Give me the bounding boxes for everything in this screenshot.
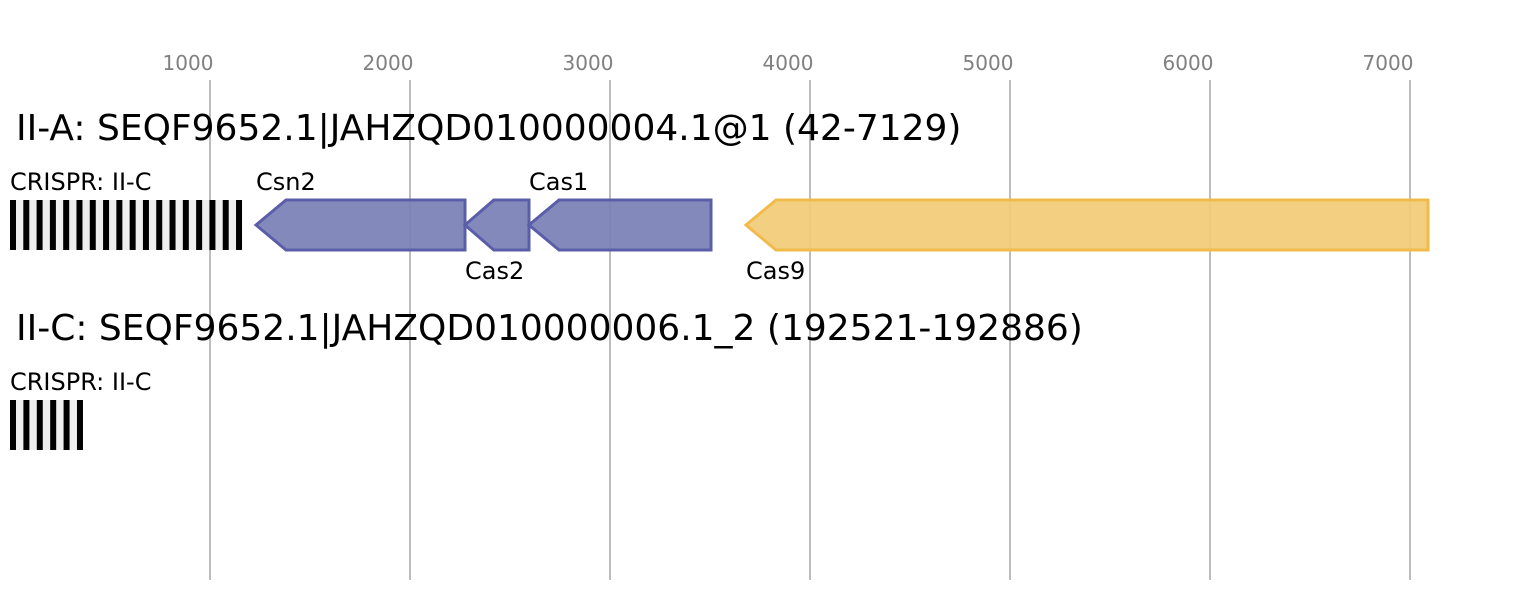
crispr-array[interactable]: CRISPR: II-C: [10, 168, 243, 250]
crispr-repeat: [36, 400, 43, 450]
crispr-repeat: [23, 400, 30, 450]
crispr-repeat: [89, 200, 96, 250]
crispr-repeat: [63, 200, 70, 250]
crispr-repeat: [103, 200, 110, 250]
gene-label: Cas2: [465, 257, 524, 285]
gene-arrow: [462, 198, 531, 252]
crispr-array-label: CRISPR: II-C: [10, 168, 151, 196]
crispr-array[interactable]: CRISPR: II-C: [10, 368, 151, 450]
crispr-repeat: [76, 400, 83, 450]
crispr-repeat: [116, 200, 123, 250]
crispr-repeat: [196, 200, 203, 250]
crispr-repeat: [222, 200, 229, 250]
tick-label: 3000: [563, 51, 614, 75]
gene-label: Cas1: [529, 168, 588, 196]
crispr-repeat: [10, 200, 16, 250]
crispr-repeat: [156, 200, 163, 250]
crispr-repeat: [182, 200, 189, 250]
tick-label: 1000: [163, 51, 214, 75]
crispr-array-background: [10, 200, 242, 250]
crispr-repeat: [236, 200, 243, 250]
gene-arrow: [526, 198, 713, 252]
tick-label: 6000: [1163, 51, 1214, 75]
crispr-repeat: [23, 200, 30, 250]
loci: II-A: SEQF9652.1|JAHZQD010000004.1@1 (42…: [10, 108, 1430, 450]
axis-grid: 1000 2000 3000 4000 5000 6000 7000: [163, 51, 1414, 580]
crispr-array-label: CRISPR: II-C: [10, 368, 151, 396]
locus-title: II-A: SEQF9652.1|JAHZQD010000004.1@1 (42…: [16, 108, 961, 149]
crispr-repeat: [129, 200, 136, 250]
locus-track: II-A: SEQF9652.1|JAHZQD010000004.1@1 (42…: [10, 108, 1430, 285]
gene-cas2[interactable]: Cas2: [462, 198, 531, 285]
gene-csn2[interactable]: Csn2: [253, 168, 467, 252]
crispr-repeat: [63, 400, 70, 450]
crispr-repeat: [76, 200, 83, 250]
gene-cas9[interactable]: Cas9: [743, 198, 1430, 285]
locus-track: II-C: SEQF9652.1|JAHZQD010000006.1_2 (19…: [10, 308, 1083, 450]
locus-title: II-C: SEQF9652.1|JAHZQD010000006.1_2 (19…: [16, 308, 1083, 349]
crispr-repeat: [49, 200, 56, 250]
tick-label: 5000: [963, 51, 1014, 75]
crispr-repeat: [10, 400, 16, 450]
gene-arrow: [253, 198, 467, 252]
gene-cas1[interactable]: Cas1: [526, 168, 713, 252]
tick-label: 7000: [1363, 51, 1414, 75]
crispr-repeat: [50, 400, 57, 450]
crispr-repeat: [142, 200, 149, 250]
crispr-repeat: [36, 200, 43, 250]
tick-label: 2000: [363, 51, 414, 75]
crispr-repeat: [209, 200, 216, 250]
tick-label: 4000: [763, 51, 814, 75]
crispr-array-background: [10, 400, 83, 450]
gene-label: Csn2: [256, 168, 316, 196]
gene-arrow: [743, 198, 1430, 252]
crispr-repeat: [169, 200, 176, 250]
gene-label: Cas9: [746, 257, 805, 285]
